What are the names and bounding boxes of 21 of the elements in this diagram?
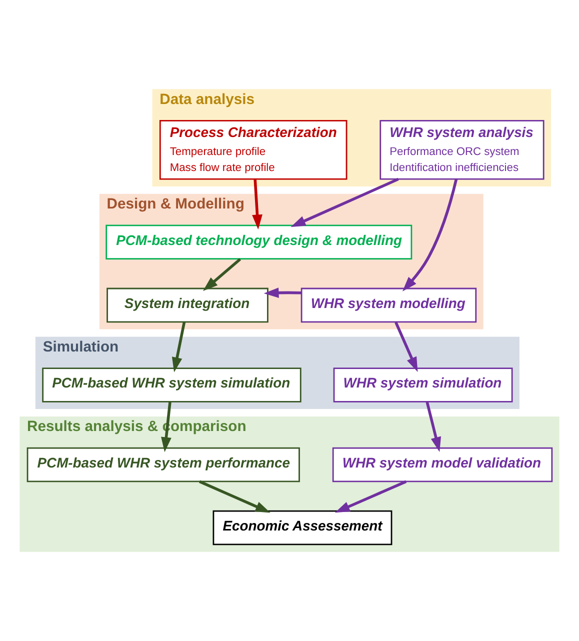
node-box: WHR system modelling — [300, 288, 477, 323]
arrow — [394, 322, 418, 372]
node-box: PCM-based WHR system performance — [26, 447, 300, 482]
node-box: Process Characterization Temperature profile Mass flow rate profile — [159, 120, 348, 180]
node-box: PCM-based technology design & modelling — [106, 224, 412, 260]
arrow — [402, 178, 458, 292]
node-box: Economic Assessement — [212, 510, 392, 546]
node-box: WHR system analysis Performance ORC system Identification inefficiencies — [380, 120, 544, 180]
node-box: System integration — [106, 288, 268, 323]
node-box: PCM-based WHR system simulation — [42, 368, 302, 402]
arrow — [290, 178, 399, 228]
arrow — [426, 402, 442, 452]
arrow — [252, 179, 262, 230]
arrow — [202, 258, 242, 292]
arrow — [161, 402, 172, 452]
arrow — [172, 322, 186, 372]
arrow — [199, 480, 270, 513]
node-box: WHR system simulation — [333, 368, 513, 402]
node-box: WHR system model validation — [332, 447, 553, 482]
arrow — [334, 480, 407, 513]
arrow — [264, 288, 302, 298]
